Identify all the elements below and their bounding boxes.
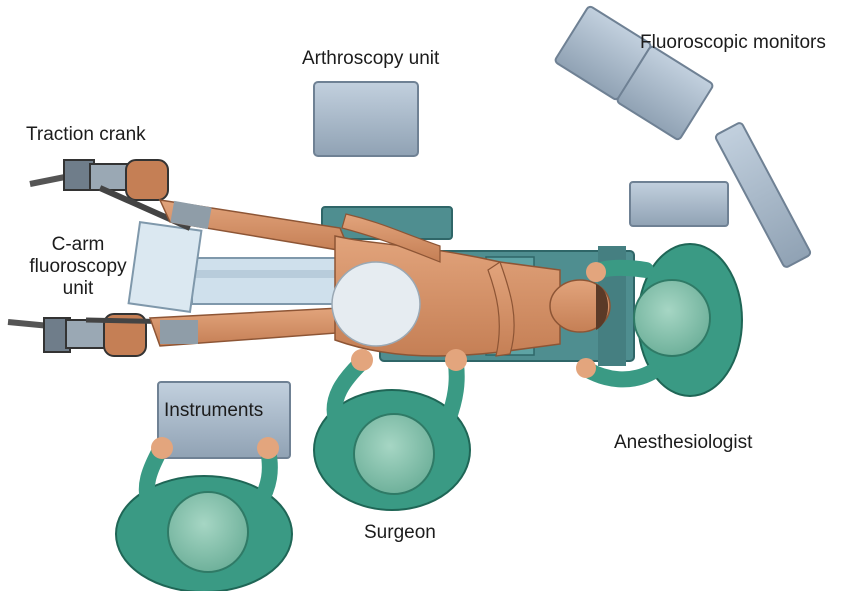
arthroscopy-unit-label: Arthroscopy unit xyxy=(302,48,439,70)
c-arm-label-line2: fluoroscopy xyxy=(20,256,136,278)
arthroscopy-unit xyxy=(314,82,418,156)
c-arm-label: C-arm fluoroscopy unit xyxy=(20,234,136,300)
anesthesiologist-label: Anesthesiologist xyxy=(614,432,752,454)
c-arm-label-line1: C-arm xyxy=(20,234,136,256)
fluoroscopic-monitors-label: Fluoroscopic monitors xyxy=(640,32,826,54)
scrub-nurse-figure xyxy=(116,437,292,591)
traction-crank-upper xyxy=(30,160,190,228)
instruments-label: Instruments xyxy=(164,400,263,422)
surgeon-figure xyxy=(314,349,470,510)
surgeon-label: Surgeon xyxy=(364,522,436,544)
c-arm-label-line3: unit xyxy=(20,278,136,300)
traction-crank-label: Traction crank xyxy=(26,124,146,146)
